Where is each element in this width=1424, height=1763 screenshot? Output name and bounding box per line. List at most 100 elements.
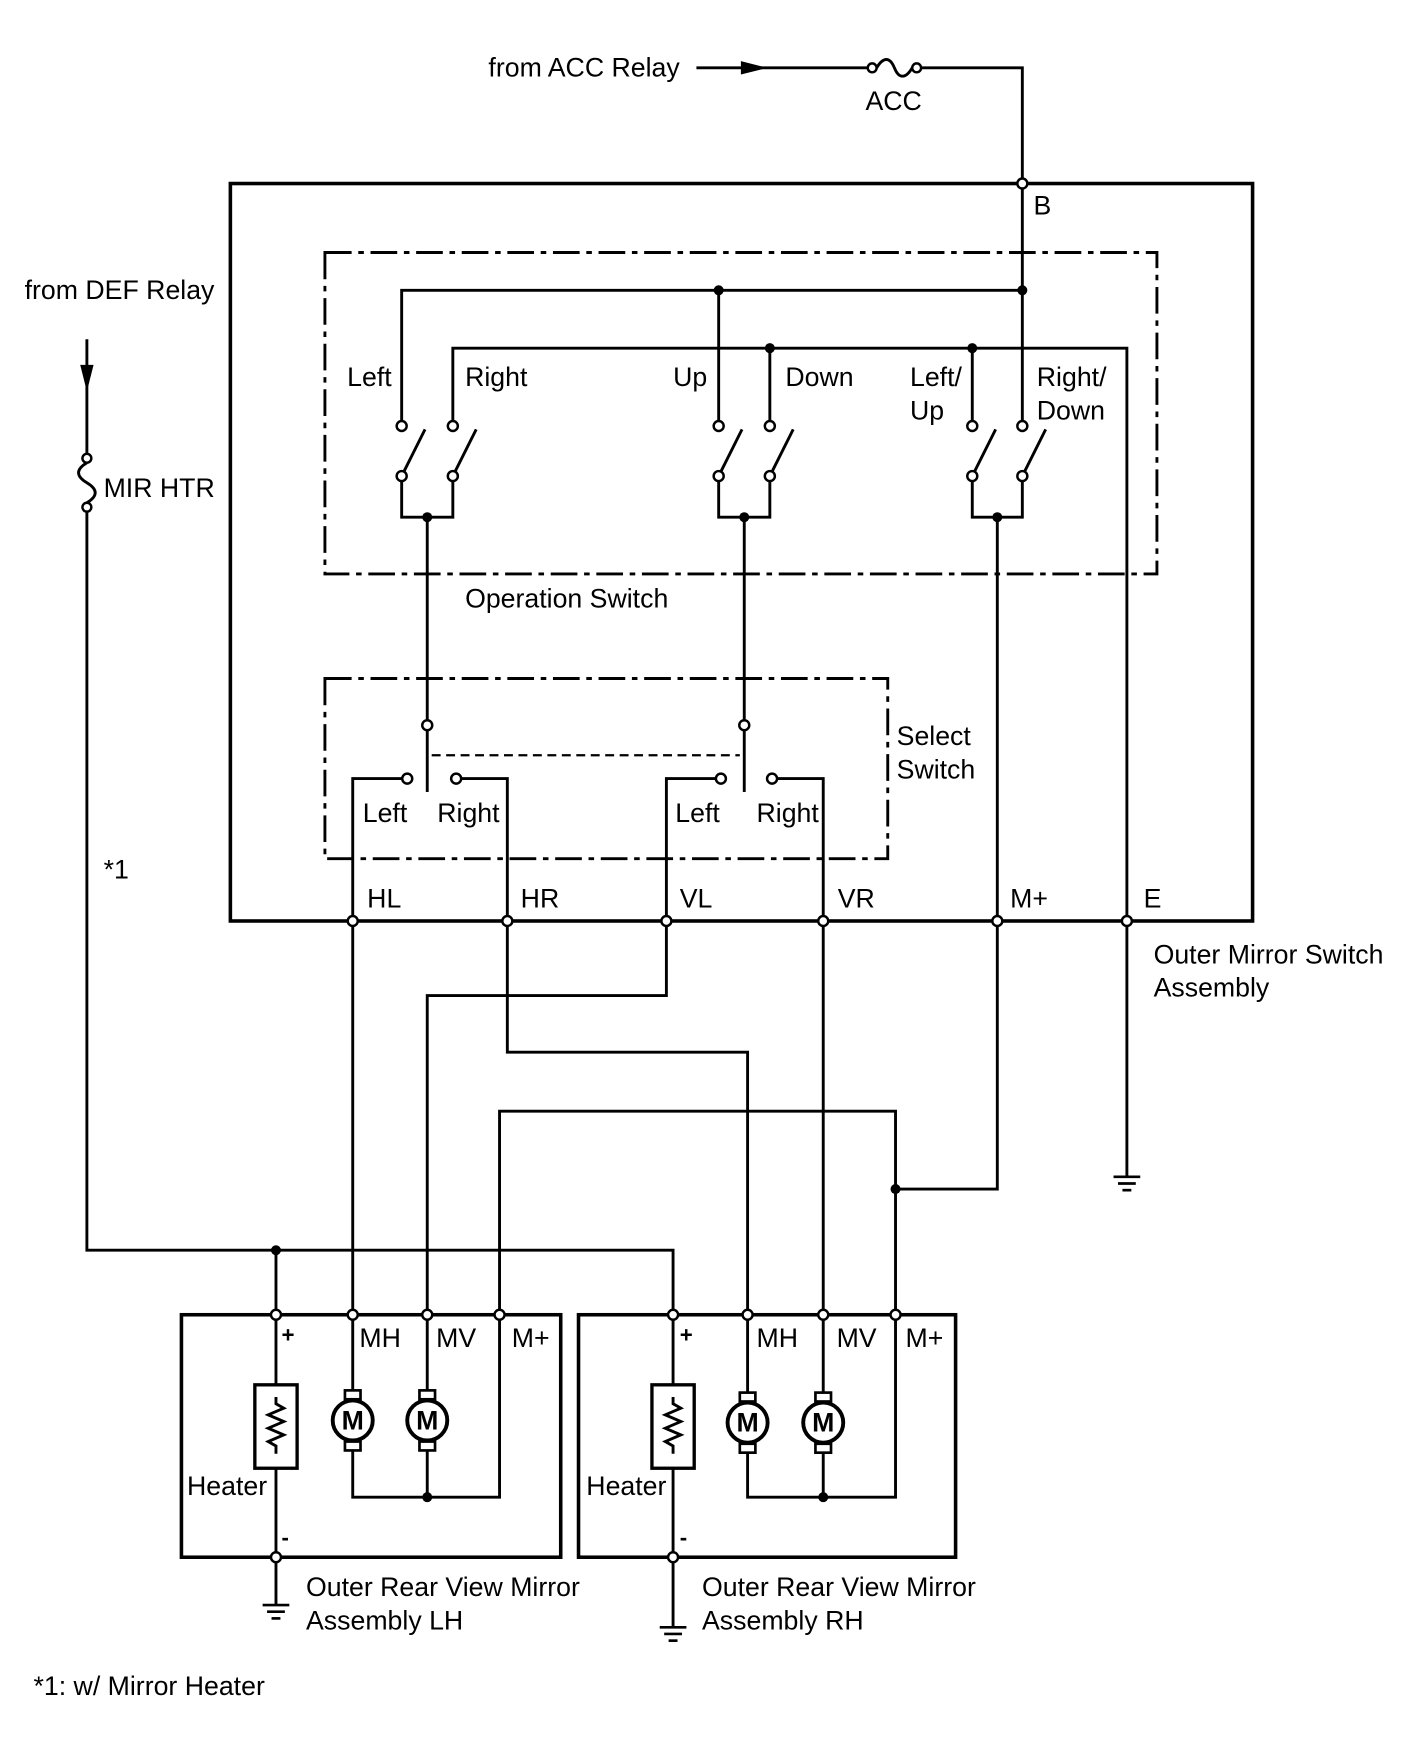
terminal-mh xyxy=(741,1308,754,1321)
contact-terminal xyxy=(712,469,725,483)
motor-symbol: M xyxy=(416,1405,438,1435)
terminal-label: - xyxy=(680,1525,687,1550)
def-source: from DEF Relay MIR HTR *1 xyxy=(25,275,215,885)
contact-terminal xyxy=(712,419,725,433)
mirror-common-wire xyxy=(498,1109,897,1315)
terminal-e xyxy=(1120,914,1134,928)
contact-label-right: Right xyxy=(465,362,528,392)
junction-dot xyxy=(764,343,775,354)
terminal-label: MV xyxy=(436,1323,476,1353)
switch-contact-right-down xyxy=(1016,419,1047,483)
terminal-plus xyxy=(666,1308,680,1321)
motor-symbol: M xyxy=(342,1405,364,1435)
fuse-terminal xyxy=(910,62,923,74)
heater-element xyxy=(264,1397,288,1454)
contact-label-left-up-line1: Left/ xyxy=(910,362,963,392)
fuse-terminal xyxy=(81,452,93,464)
contact-terminal xyxy=(763,419,777,433)
motor-brush xyxy=(343,1389,362,1401)
contact-terminal xyxy=(966,469,979,483)
contact-label-left: Left xyxy=(347,362,392,392)
contact-terminal xyxy=(763,469,777,483)
terminal-minus xyxy=(269,1550,283,1564)
terminal-plus xyxy=(269,1308,283,1321)
junction-dot xyxy=(713,285,724,296)
terminal-hr xyxy=(501,914,514,928)
terminal-mv xyxy=(421,1308,434,1321)
switch-blade xyxy=(768,428,795,477)
motor-brush xyxy=(814,1442,833,1455)
left-right-common-wire xyxy=(400,476,455,519)
fuse-element xyxy=(875,58,914,78)
vl-wire xyxy=(425,777,717,1315)
junction-dot xyxy=(422,1492,433,1503)
operation-switch: Left Right Up Down Left/ Up Right/ Down … xyxy=(323,251,1159,613)
select-contact-label: Left xyxy=(363,798,408,828)
pivot-terminal xyxy=(738,718,751,732)
switch-blade xyxy=(970,428,997,477)
select-contact-label: Left xyxy=(675,798,720,828)
wires xyxy=(85,66,1129,1315)
terminal-label: HR xyxy=(521,884,560,914)
junction-dot xyxy=(890,1184,901,1195)
switch-blade xyxy=(400,428,427,477)
terminal-label: HL xyxy=(367,884,401,914)
mirror-rh-name-line2: Assembly RH xyxy=(702,1606,864,1636)
terminal-label: + xyxy=(680,1323,693,1348)
motor-icon: M xyxy=(405,1389,450,1452)
motor-body xyxy=(330,1398,375,1443)
fuse-icon xyxy=(77,452,97,513)
contact-terminal xyxy=(714,772,728,785)
motor-brush xyxy=(343,1440,362,1452)
terminal-vl xyxy=(660,914,673,928)
contact-terminal xyxy=(446,469,460,483)
outer-rear-view-mirror-lh: M M + MH MV M+ - Heater Outer Rear View … xyxy=(179,1308,580,1636)
contact-label-down: Down xyxy=(785,362,853,392)
select-contact-label: Right xyxy=(437,798,500,828)
terminal-mv xyxy=(817,1308,830,1321)
contact-terminal xyxy=(765,772,779,785)
fuse-terminal xyxy=(81,501,93,513)
heater-label: Heater xyxy=(187,1471,267,1501)
acc-relay-label: from ACC Relay xyxy=(488,53,680,83)
motor-icon: M xyxy=(330,1389,375,1452)
contact-terminal xyxy=(966,419,979,433)
motor-common-wire xyxy=(970,476,1024,519)
mirror-lh-name-line2: Assembly LH xyxy=(306,1606,463,1636)
heater-resistor-icon xyxy=(253,1383,299,1470)
acc-source: from ACC Relay ACC xyxy=(488,53,923,116)
ground-icon xyxy=(1113,1175,1141,1192)
hl-wire xyxy=(351,777,403,1315)
junction-dot xyxy=(818,1492,829,1503)
contact-terminal xyxy=(395,469,408,483)
select-switch-label-line2: Switch xyxy=(897,755,976,785)
contact-label-right-down-line1: Right/ xyxy=(1037,362,1107,392)
motor-wires xyxy=(351,1314,501,1499)
terminal-label: MH xyxy=(359,1323,401,1353)
motor-brush xyxy=(418,1389,437,1401)
m-plus-wire xyxy=(895,517,999,1191)
operation-switch-label: Operation Switch xyxy=(465,583,668,613)
select-switch-vertical xyxy=(714,718,779,792)
arrow-down-icon xyxy=(80,364,94,392)
switch-contact-up xyxy=(712,419,744,483)
heater-resistor-icon xyxy=(650,1383,696,1470)
select-switch: Left Right Left Right Select Switch xyxy=(323,677,976,861)
motor-body xyxy=(801,1400,846,1445)
ground-icon xyxy=(262,1603,290,1620)
select-switch-label-line1: Select xyxy=(897,721,972,751)
terminal-hl xyxy=(346,914,359,928)
operation-switch-boundary xyxy=(323,251,1159,576)
mirror-rh-name-line1: Outer Rear View Mirror xyxy=(702,1572,976,1602)
terminal-label: M+ xyxy=(1010,884,1048,914)
terminal-m-plus xyxy=(889,1308,902,1321)
heater-label: Heater xyxy=(586,1471,666,1501)
terminal-m-plus xyxy=(493,1308,506,1321)
motor-symbol: M xyxy=(812,1408,834,1438)
switch-contact-left-up xyxy=(966,419,997,483)
motor-icon: M xyxy=(725,1391,770,1455)
junction-dot xyxy=(1017,285,1028,296)
power-bus-wire xyxy=(400,288,1023,427)
contact-terminal xyxy=(449,772,463,785)
